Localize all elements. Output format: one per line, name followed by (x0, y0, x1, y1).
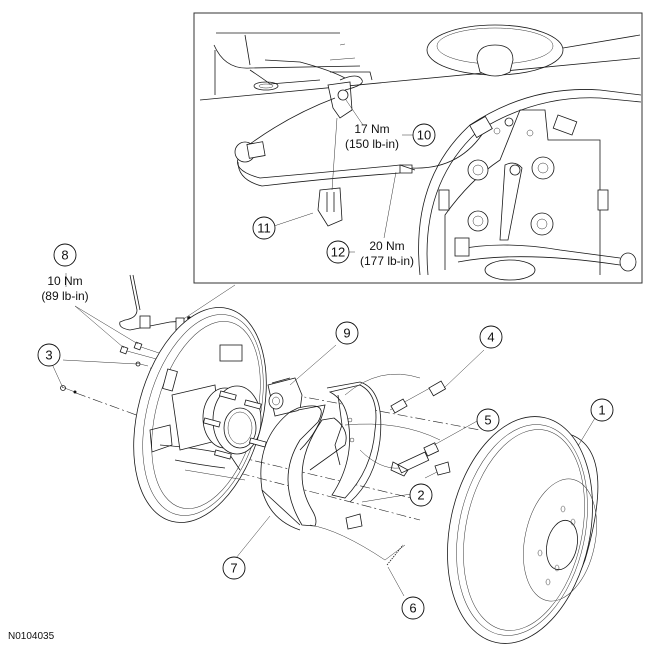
axis-line (75, 392, 151, 421)
callout-9: 9 (335, 321, 359, 345)
svg-text:5: 5 (484, 413, 491, 428)
inset-detail (193, 12, 643, 284)
callout-12: 12 (326, 240, 350, 264)
callout-7: 7 (222, 556, 246, 580)
figure-id: N0104035 (8, 631, 55, 642)
svg-text:4: 4 (487, 330, 494, 345)
callout-4: 4 (479, 325, 503, 349)
callout-11: 11 (252, 216, 276, 240)
torque-lbin: (177 lb-in) (360, 254, 414, 268)
brake-line-bracket (327, 75, 363, 119)
hub-bolts (467, 156, 555, 236)
inset-leader-line (181, 284, 236, 321)
callout-10: 10 (412, 123, 436, 147)
torque-lbin: (89 lb-in) (41, 289, 88, 303)
svg-text:8: 8 (61, 248, 68, 263)
svg-text:12: 12 (331, 245, 345, 260)
retainer-clip-parts (345, 461, 451, 530)
hub-and-bearing (171, 384, 267, 460)
svg-text:10: 10 (417, 128, 431, 143)
leader-lines (51, 273, 596, 597)
torque-nm: 20 Nm (369, 239, 404, 253)
torque-nm: 17 Nm (354, 122, 389, 136)
jounce-bumper (426, 24, 641, 77)
backing-plate-rear-view (418, 89, 641, 281)
callout-5: 5 (476, 408, 500, 432)
svg-text:11: 11 (257, 221, 271, 236)
callout-6: 6 (401, 596, 425, 620)
svg-text:3: 3 (45, 348, 52, 363)
torque-lbin: (150 lb-in) (345, 137, 399, 151)
wheel-cylinder-part (267, 377, 303, 417)
callout-1: 1 (590, 398, 614, 422)
lower-return-spring-part (309, 524, 406, 566)
svg-text:7: 7 (230, 561, 237, 576)
brake-hose (234, 97, 486, 187)
svg-text:1: 1 (598, 403, 605, 418)
brake-shoe-second (326, 381, 382, 503)
brake-shoe-part (260, 404, 347, 531)
callout-2: 2 (409, 483, 433, 507)
svg-text:9: 9 (343, 326, 350, 341)
svg-text:6: 6 (409, 601, 416, 616)
line-fitting (139, 315, 151, 329)
bolts (60, 341, 166, 394)
callout-8: 8 (53, 243, 77, 267)
torque-spec-10: 17 Nm (150 lb-in) (345, 122, 399, 151)
callout-3: 3 (37, 343, 61, 367)
upper-return-spring-part (344, 373, 447, 414)
torque-nm: 10 Nm (47, 274, 82, 288)
adjuster-part (344, 423, 441, 477)
brake-drum-part (447, 416, 599, 644)
wheel-studs (203, 390, 267, 460)
hose-clip-part (317, 117, 343, 227)
svg-text:2: 2 (417, 488, 424, 503)
torque-spec-8: 10 Nm (89 lb-in) (41, 274, 88, 303)
torque-spec-12: 20 Nm (177 lb-in) (360, 239, 414, 268)
